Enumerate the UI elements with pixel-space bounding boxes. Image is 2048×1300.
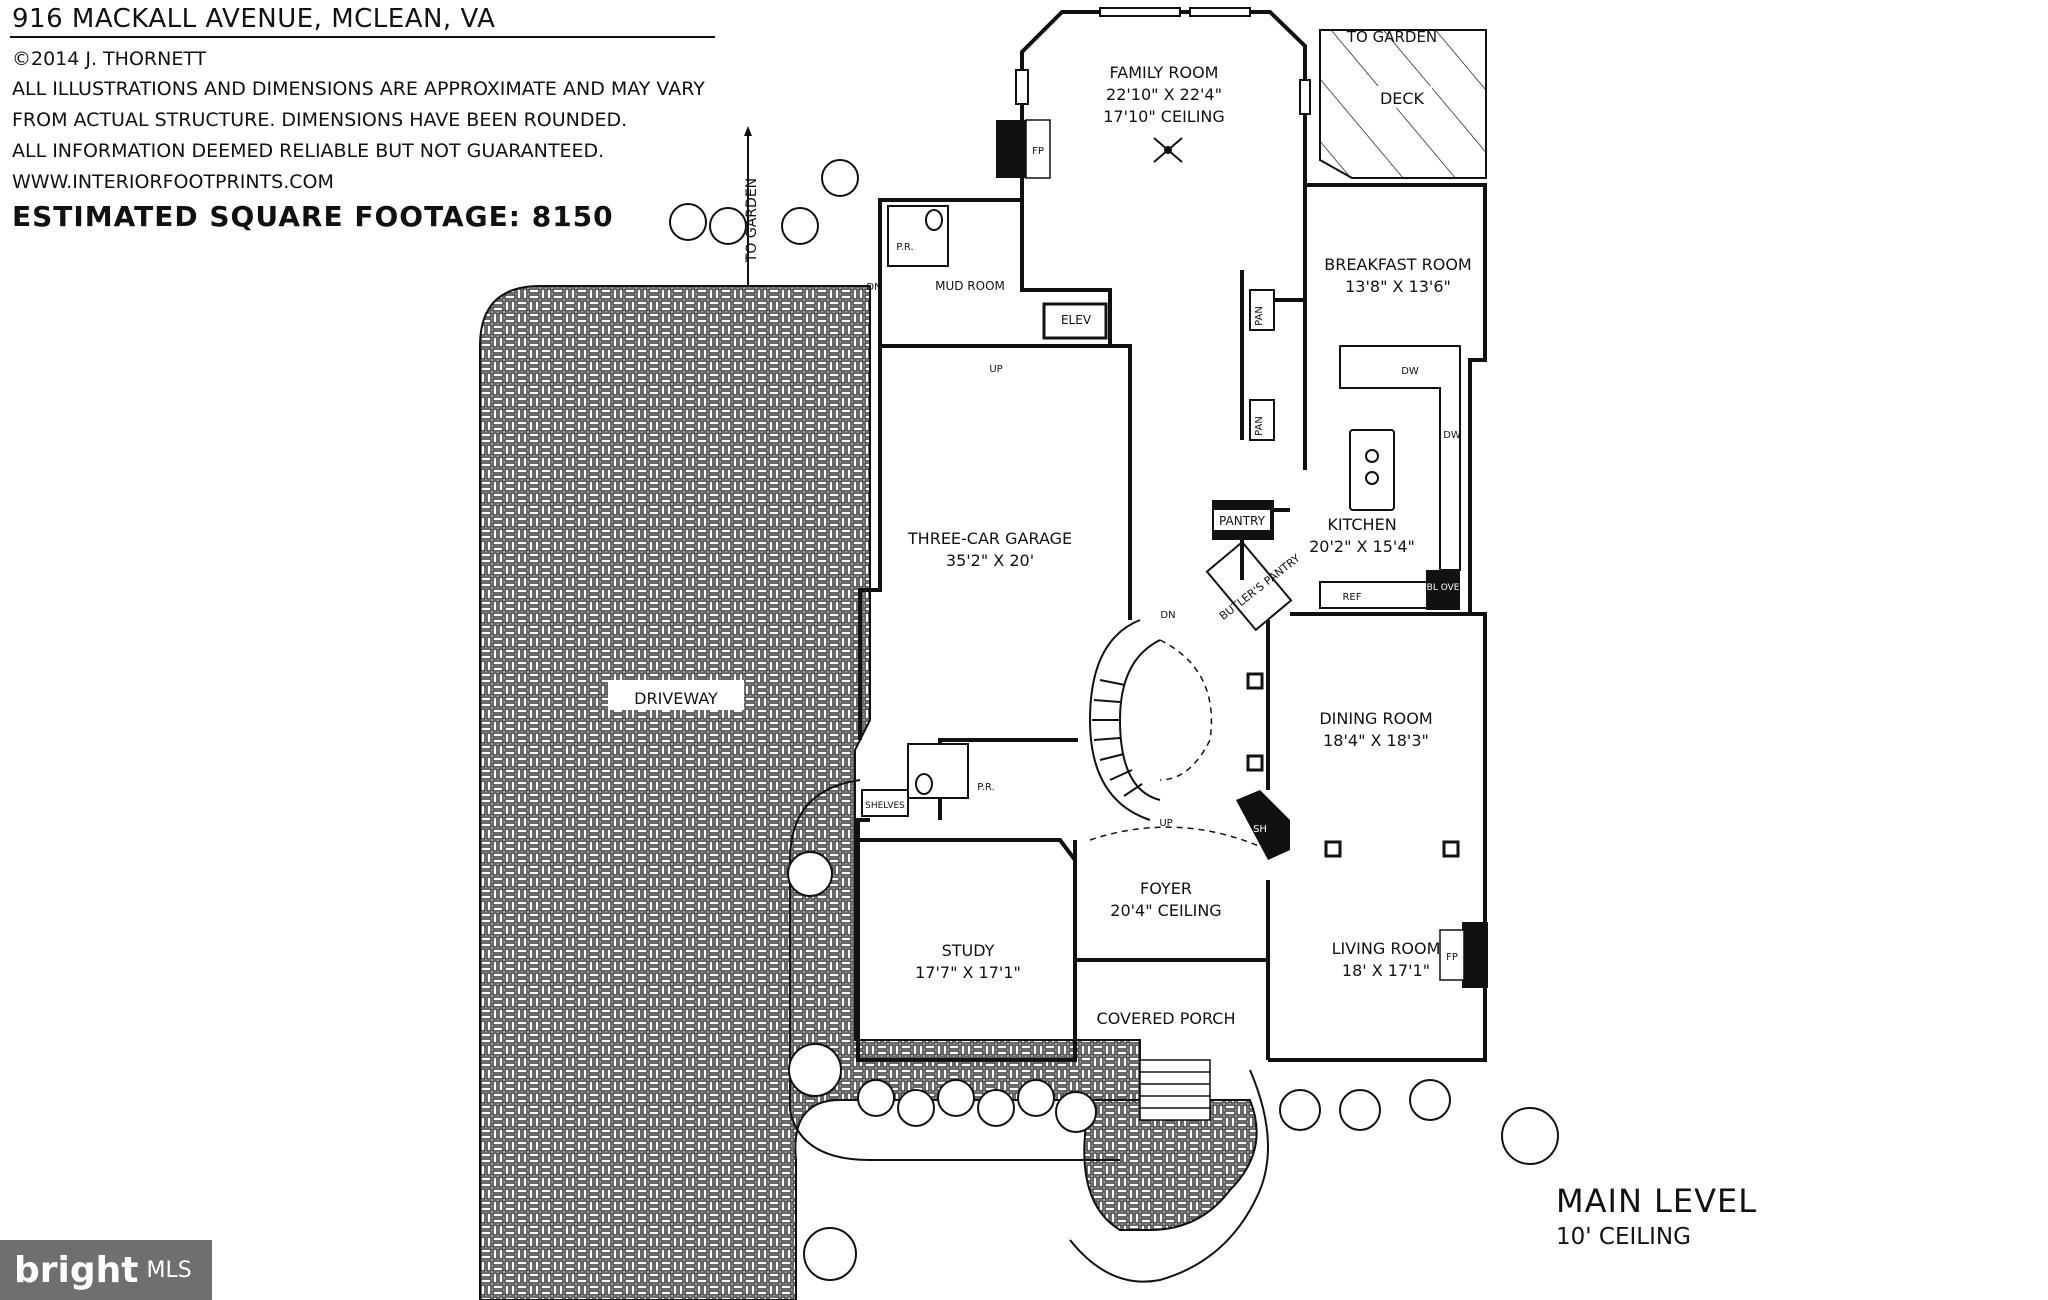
pantry-closets	[1249, 289, 1275, 441]
deck	[1319, 29, 1487, 179]
ceiling-fan-icon	[1153, 137, 1183, 163]
driveway-label: DRIVEWAY	[634, 689, 718, 708]
family-room-windows	[1015, 7, 1311, 115]
mud-up-label: UP	[989, 364, 1002, 375]
square-footage: ESTIMATED SQUARE FOOTAGE: 8150	[12, 200, 614, 233]
double-oven	[1426, 570, 1460, 610]
disclaimer-line-1: ALL ILLUSTRATIONS AND DIMENSIONS ARE APP…	[12, 78, 705, 100]
sh-label: SH	[1253, 824, 1267, 835]
living-room-dims: 18' X 17'1"	[1342, 961, 1430, 980]
dishwasher-label-2: DW	[1443, 430, 1461, 441]
walkway-curve	[1069, 1069, 1269, 1283]
living-fp-label: FP	[1446, 952, 1458, 963]
to-garden-label-top: TO GARDEN	[1346, 28, 1437, 46]
kitchen-name: KITCHEN	[1327, 515, 1396, 534]
kitchen-dims: 20'2" X 15'4"	[1309, 537, 1415, 556]
serving-hutch	[1236, 790, 1290, 860]
covered-porch-name: COVERED PORCH	[1097, 1009, 1236, 1028]
foyer-ceiling: 20'4" CEILING	[1110, 901, 1221, 920]
driveway	[479, 285, 1258, 1300]
pan-label-1: PAN	[1254, 306, 1265, 326]
porch-steps	[1139, 1059, 1211, 1121]
foyer-name: FOYER	[1140, 879, 1192, 898]
study-dims: 17'7" X 17'1"	[915, 963, 1021, 982]
pan-label-2: PAN	[1254, 416, 1265, 436]
pantry-label: PANTRY	[1219, 514, 1266, 528]
living-room-name: LIVING ROOM	[1332, 939, 1441, 958]
family-room-name: FAMILY ROOM	[1110, 63, 1219, 82]
stair-landing-arc	[1159, 639, 1213, 781]
dishwasher-label: DW	[1401, 366, 1419, 377]
garage-name: THREE-CAR GARAGE	[907, 529, 1072, 548]
pr-label-top: P.R.	[896, 242, 913, 253]
powder-room-top: P.R.	[887, 205, 949, 267]
room-labels: FAMILY ROOM 22'10" X 22'4" 17'10" CEILIN…	[907, 63, 1472, 1028]
garage-dims: 35'2" X 20'	[946, 551, 1034, 570]
breakfast-room-dims: 13'8" X 13'6"	[1345, 277, 1451, 296]
walkway	[789, 779, 1120, 1161]
family-fp-label: FP	[1032, 146, 1044, 157]
butlers-pantry	[1205, 540, 1293, 632]
pantry	[1212, 500, 1274, 540]
kitchen-counters	[1319, 345, 1461, 609]
stair-dn-label: DN	[1160, 610, 1175, 621]
disclaimer-text: ALL ILLUSTRATIONS AND DIMENSIONS ARE APP…	[12, 74, 705, 198]
living-fireplace: FP	[1439, 922, 1488, 988]
double-oven-label: DBL OVEN	[1420, 583, 1466, 593]
logo-sub-text: MLS	[146, 1257, 192, 1283]
pr-label-lower: P.R.	[977, 782, 994, 793]
website-link[interactable]: WWW.INTERIORFOOTPRINTS.COM	[12, 171, 334, 193]
study-name: STUDY	[942, 941, 995, 960]
dining-room-dims: 18'4" X 18'3"	[1323, 731, 1429, 750]
disclaimer-line-3: ALL INFORMATION DEEMED RELIABLE BUT NOT …	[12, 140, 605, 162]
level-ceiling: 10' CEILING	[1556, 1224, 1691, 1250]
powder-room-lower: P.R. SHELVES	[861, 743, 995, 817]
family-room-dims: 22'10" X 22'4"	[1106, 85, 1222, 104]
family-room-ceiling: 17'10" CEILING	[1103, 107, 1225, 126]
refrigerator-label: REF	[1342, 592, 1361, 603]
mud-dn-label: DN	[866, 282, 881, 293]
foyer-arc	[1089, 826, 1269, 851]
stair-up-label: UP	[1159, 818, 1172, 829]
level-title: MAIN LEVEL	[1556, 1182, 1758, 1220]
dining-columns	[1246, 672, 1460, 858]
logo-main-text: bright	[14, 1249, 139, 1291]
dining-room-name: DINING ROOM	[1319, 709, 1432, 728]
spiral-staircase	[1088, 619, 1161, 821]
elevator	[1042, 302, 1108, 340]
property-address: 916 MACKALL AVENUE, MCLEAN, VA	[12, 4, 496, 34]
bright-mls-logo: bright MLS	[0, 1240, 212, 1300]
breakfast-room-name: BREAKFAST ROOM	[1324, 255, 1471, 274]
shelves-label: SHELVES	[865, 801, 905, 811]
header-rule	[10, 36, 715, 38]
to-garden-left	[744, 126, 752, 286]
disclaimer-line-2: FROM ACTUAL STRUCTURE. DIMENSIONS HAVE B…	[12, 109, 628, 131]
family-fireplace: FP	[996, 119, 1051, 179]
deck-label: DECK	[1380, 89, 1425, 108]
to-garden-label-left: TO GARDEN	[744, 178, 760, 263]
shrubs	[669, 159, 1559, 1281]
copyright-text: ©2014 J. THORNETT	[12, 48, 207, 70]
elevator-label: ELEV	[1061, 313, 1092, 327]
mud-room-name: MUD ROOM	[935, 279, 1005, 293]
